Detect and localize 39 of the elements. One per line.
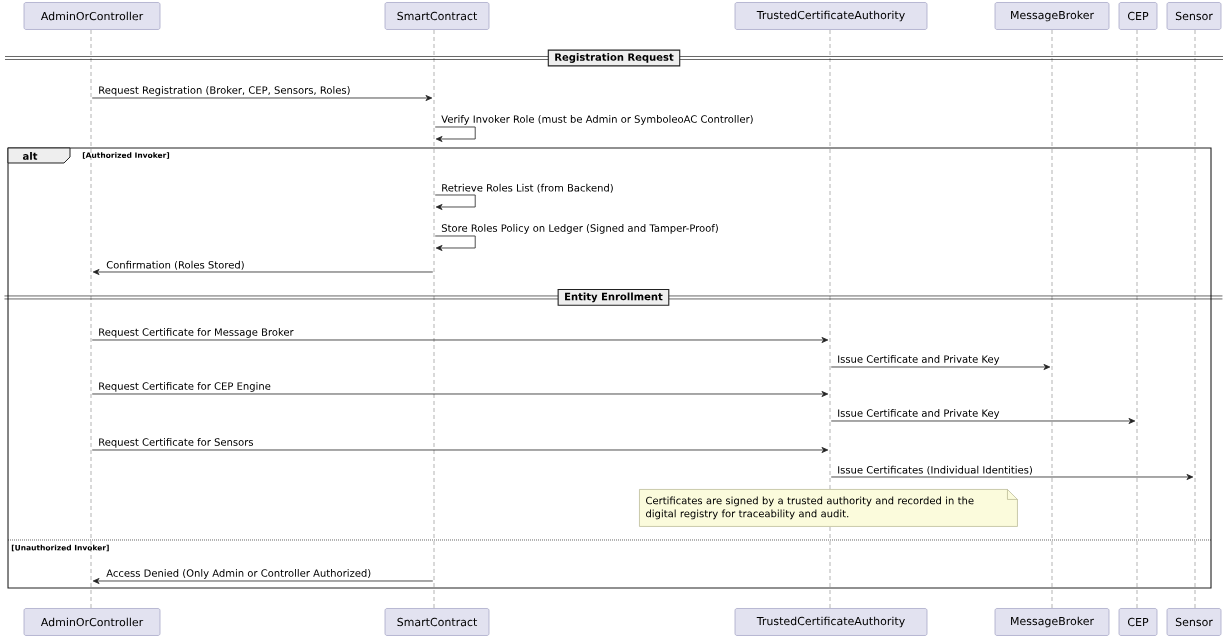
message-arrow [91, 337, 829, 343]
participant-box: CEP [1118, 2, 1158, 30]
message-label: Request Certificate for CEP Engine [97, 381, 272, 393]
participant-box: Sensor [1166, 608, 1222, 636]
message-arrow [830, 364, 1051, 370]
message-label: Issue Certificate and Private Key [836, 354, 1001, 366]
participant-box: TrustedCertificateAuthority [734, 608, 928, 636]
participant-box: AdminOrController [23, 608, 161, 636]
participant-box: MessageBroker [994, 2, 1110, 30]
message-arrow [91, 447, 829, 453]
participant-box: MessageBroker [994, 608, 1110, 636]
message-label: Retrieve Roles List (from Backend) [440, 182, 615, 194]
self-message-arrow [434, 235, 476, 251]
message-arrow [91, 391, 829, 397]
note: Certificates are signed by a trusted authority and recorded in the digital registry for traceability and audit. [639, 489, 1018, 527]
message-label: Request Certificate for Message Broker [97, 327, 295, 339]
message-label: Issue Certificates (Individual Identities) [836, 464, 1034, 476]
message-label: Store Roles Policy on Ledger (Signed and Tamper-Proof) [440, 223, 720, 235]
participant-box: Sensor [1166, 2, 1222, 30]
self-message-arrow [434, 194, 476, 210]
section-divider: Registration Request [4, 49, 1223, 67]
message-arrow [830, 474, 1194, 480]
participant-box: TrustedCertificateAuthority [734, 2, 928, 30]
message-label: Confirmation (Roles Stored) [105, 259, 246, 271]
message-label: Issue Certificate and Private Key [836, 408, 1001, 420]
message-label: Request Certificate for Sensors [97, 437, 255, 449]
message-label: Request Registration (Broker, CEP, Sensors, Roles) [97, 85, 352, 97]
message-arrow [830, 418, 1136, 424]
message-arrow [91, 95, 433, 101]
message-arrow [92, 578, 434, 584]
section-divider: Entity Enrollment [4, 289, 1223, 306]
message-label: Access Denied (Only Admin or Controller Authorized) [105, 568, 373, 580]
participant-box: AdminOrController [23, 2, 161, 30]
participant-box: SmartContract [384, 2, 490, 30]
self-message-arrow [434, 126, 476, 142]
message-arrow [92, 269, 434, 275]
participant-box: SmartContract [384, 608, 490, 636]
message-label: Verify Invoker Role (must be Admin or SymboleoAC Controller) [440, 114, 755, 126]
participant-box: CEP [1118, 608, 1158, 636]
